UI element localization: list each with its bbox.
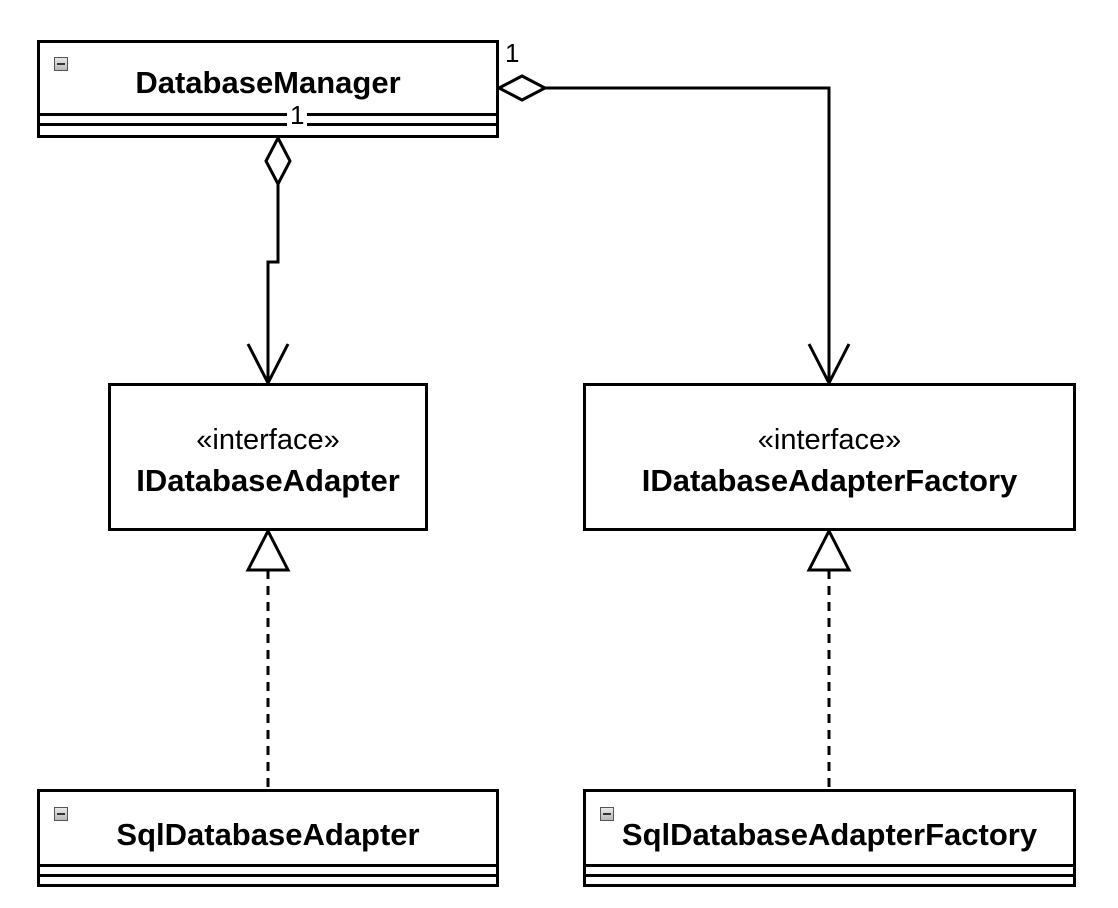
attributes-separator [586, 864, 1073, 867]
collapse-minus-icon[interactable] [54, 807, 68, 821]
hollow-triangle-icon [245, 527, 291, 572]
operations-separator [586, 874, 1073, 877]
collapse-minus-icon[interactable] [54, 57, 68, 71]
class-database-manager[interactable]: DatabaseManager [37, 40, 499, 138]
aggregation-manager-to-adapter [246, 134, 292, 387]
operations-separator [40, 123, 496, 126]
aggregation-diamond-icon [264, 134, 292, 188]
interface-name: IDatabaseAdapterFactory [641, 463, 1018, 498]
realization-sql-factory [806, 527, 852, 789]
class-sql-database-adapter-factory[interactable]: SqlDatabaseAdapterFactory [583, 789, 1076, 887]
realization-sql-adapter [245, 527, 291, 789]
aggregation-manager-to-factory [495, 74, 851, 387]
operations-separator [40, 874, 496, 877]
aggregation-diamond-icon [495, 74, 549, 102]
stereotype-label: «interface» [757, 424, 902, 456]
aggregation-line [266, 184, 280, 383]
collapse-minus-icon[interactable] [600, 807, 614, 821]
class-name: SqlDatabaseAdapter [116, 817, 420, 852]
stereotype-label: «interface» [196, 424, 340, 456]
multiplicity-label-adapter: 1 [287, 102, 308, 128]
interface-name: IDatabaseAdapter [136, 463, 400, 498]
attributes-separator [40, 113, 496, 116]
interface-idatabase-adapter[interactable]: «interface» IDatabaseAdapter [108, 383, 428, 531]
class-name: DatabaseManager [135, 65, 401, 100]
multiplicity-label-factory: 1 [505, 38, 520, 68]
class-sql-database-adapter[interactable]: SqlDatabaseAdapter [37, 789, 499, 887]
class-name: SqlDatabaseAdapterFactory [621, 817, 1038, 852]
interface-idatabase-adapter-factory[interactable]: «interface» IDatabaseAdapterFactory [583, 383, 1076, 531]
attributes-separator [40, 864, 496, 867]
hollow-triangle-icon [806, 527, 852, 572]
aggregation-line [545, 86, 831, 383]
